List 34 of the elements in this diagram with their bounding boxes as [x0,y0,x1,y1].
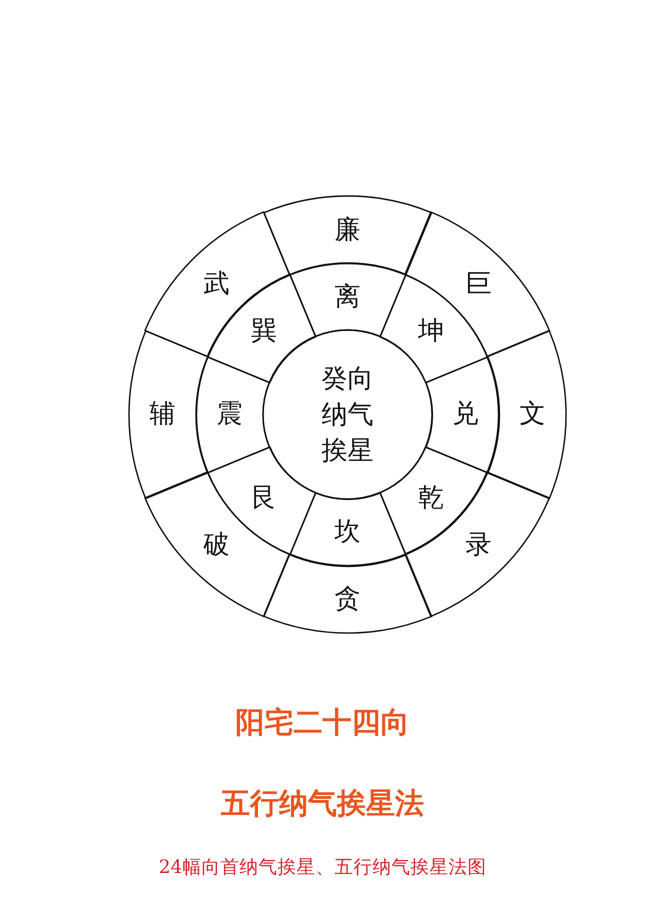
ring-segment [262,553,432,634]
center-label: 癸向纳气挨星 [322,362,374,468]
segment-label: 巨 [465,270,492,297]
segment-label: 贪 [334,586,360,612]
segment-label: 震 [216,401,242,428]
segment-label: 坤 [418,318,444,344]
ring-segment [378,446,488,556]
ring-segment [424,356,500,474]
ring-segment [486,330,568,500]
segment-label: 艮 [251,484,278,511]
ring-segment [144,471,290,618]
segment-label: 巽 [251,318,278,344]
ring-segment [404,471,551,618]
subtitle: 五行纳气挨星法 [221,786,424,820]
title: 阳宅二十四向 [236,704,410,740]
ring-segment [262,194,432,276]
segment-label: 兑 [452,401,478,428]
segment-label: 乾 [418,484,444,511]
ring-segment [195,356,270,474]
ring-segment [288,262,406,338]
ring-segment [144,211,290,358]
segment-label: 辅 [150,401,176,428]
segment-label: 破 [204,532,230,558]
segment-label: 录 [465,532,492,558]
ring-segment [404,211,551,358]
caption: 24幅向首纳气挨星、五行纳气挨星法图 [158,856,486,880]
segment-label: 廉 [334,216,360,242]
ring-segment [378,274,488,384]
segment-label: 文 [519,401,546,428]
segment-label: 坎 [334,519,360,546]
ring-segment [128,330,209,500]
segment-label: 武 [204,270,230,297]
segment-label: 离 [334,284,360,310]
ring-segment [288,492,406,567]
